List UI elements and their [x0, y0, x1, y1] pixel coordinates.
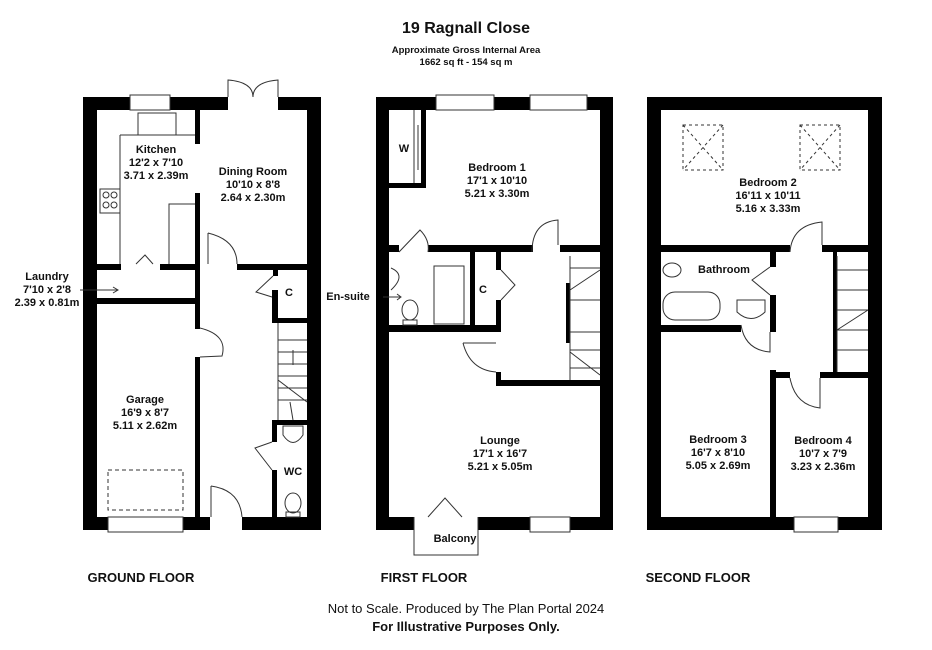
room-size-metric: 5.05 x 2.69m — [685, 460, 751, 472]
room-garage: Garage 16'9 x 8'7 5.11 x 2.62m — [113, 394, 177, 433]
room-name: Bedroom 4 — [794, 435, 852, 447]
room-laundry: Laundry 7'10 x 2'8 2.39 x 0.81m — [15, 271, 80, 310]
fixtures-and-doors — [80, 79, 869, 556]
room-kitchen: Kitchen 12'2 x 7'10 3.71 x 2.39m — [124, 144, 189, 183]
room-size-imperial: 17'1 x 10'10 — [466, 175, 528, 187]
room-size-metric: 5.11 x 2.62m — [112, 420, 178, 432]
room-name: Garage — [126, 394, 164, 406]
room-wardrobe: W — [398, 143, 410, 155]
room-size-imperial: 10'10 x 8'8 — [225, 179, 281, 191]
room-size-metric: 3.71 x 2.39m — [123, 170, 189, 182]
room-lounge: Lounge 17'1 x 16'7 5.21 x 5.05m — [468, 435, 533, 474]
room-size-metric: 5.16 x 3.33m — [735, 203, 801, 215]
room-bedroom-1: Bedroom 1 17'1 x 10'10 5.21 x 3.30m — [465, 162, 530, 201]
room-name: Bedroom 2 — [739, 177, 797, 189]
room-cupboard-first: C — [479, 284, 487, 296]
room-name: Bedroom 1 — [468, 162, 526, 174]
room-size-imperial: 16'7 x 8'10 — [690, 447, 746, 459]
room-size-metric: 3.23 x 2.36m — [790, 461, 856, 473]
area-subtitle: Approximate Gross Internal Area — [391, 45, 541, 56]
floor-label-first: FIRST FLOOR — [380, 570, 468, 585]
disclaimer: Not to Scale. Produced by The Plan Porta… — [327, 601, 605, 616]
room-size-metric: 2.39 x 0.81m — [14, 297, 80, 309]
room-ensuite: En-suite — [326, 291, 370, 303]
floor-label-ground: GROUND FLOOR — [87, 570, 195, 585]
room-size-imperial: 16'9 x 8'7 — [120, 407, 170, 419]
room-dining: Dining Room 10'10 x 8'8 2.64 x 2.30m — [219, 166, 287, 205]
room-bedroom-4: Bedroom 4 10'7 x 7'9 3.23 x 2.36m — [791, 435, 856, 474]
room-size-imperial: 16'11 x 10'11 — [735, 190, 801, 202]
room-name: Lounge — [480, 435, 520, 447]
room-size-imperial: 7'10 x 2'8 — [22, 284, 72, 296]
room-bathroom: Bathroom — [698, 264, 750, 276]
floor-label-second: SECOND FLOOR — [645, 570, 751, 585]
room-bedroom-3: Bedroom 3 16'7 x 8'10 5.05 x 2.69m — [686, 434, 751, 473]
property-title: 19 Ragnall Close — [401, 20, 531, 37]
room-name: Kitchen — [135, 144, 177, 156]
room-name: Dining Room — [218, 166, 288, 178]
area-total: 1662 sq ft - 154 sq m — [419, 57, 513, 68]
room-name: Laundry — [25, 271, 69, 283]
room-size-metric: 5.21 x 3.30m — [464, 188, 530, 200]
room-size-metric: 5.21 x 5.05m — [467, 461, 533, 473]
room-name: Bedroom 3 — [689, 434, 747, 446]
room-size-metric: 2.64 x 2.30m — [220, 192, 286, 204]
illustrative-note: For Illustrative Purposes Only. — [372, 619, 560, 634]
room-balcony: Balcony — [433, 533, 477, 545]
room-cupboard-ground: C — [285, 287, 293, 299]
room-wc: WC — [283, 466, 303, 478]
room-bedroom-2: Bedroom 2 16'11 x 10'11 5.16 x 3.33m — [735, 177, 800, 216]
room-size-imperial: 10'7 x 7'9 — [798, 448, 848, 460]
walls — [83, 97, 882, 530]
room-size-imperial: 17'1 x 16'7 — [472, 448, 528, 460]
room-size-imperial: 12'2 x 7'10 — [128, 157, 184, 169]
